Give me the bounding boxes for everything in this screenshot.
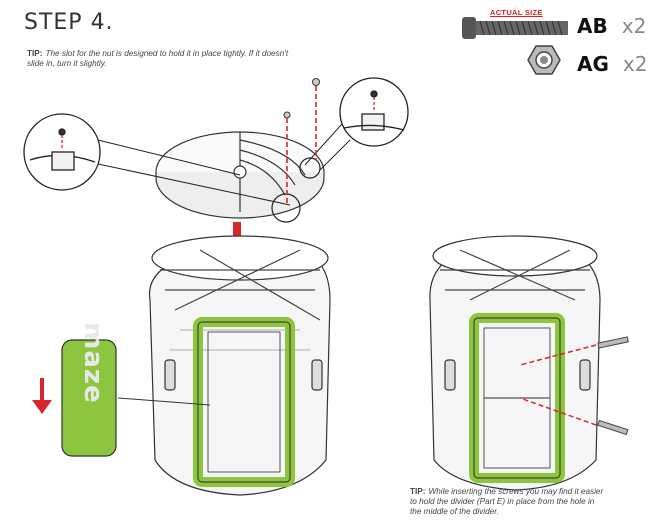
zoom-circle-2 — [271, 193, 301, 223]
detail-circle-right — [339, 77, 409, 147]
screw-icon — [462, 17, 568, 39]
part-code-ab: AB — [577, 14, 608, 38]
logo-text: maze — [78, 322, 108, 404]
tip-text: The slot for the nut is designed to hold… — [27, 49, 289, 68]
step-title: STEP 4. — [24, 10, 114, 35]
part-qty-ag: x2 — [622, 52, 648, 76]
tip-label: TIP: — [410, 487, 426, 496]
barrel-left — [148, 235, 331, 496]
part-code-ag: AG — [577, 52, 609, 76]
barrel-right — [429, 235, 601, 491]
logo-plate — [61, 339, 117, 457]
tip-bottom: TIP:While inserting the screws you may f… — [410, 487, 605, 517]
zoom-circle-1 — [299, 157, 321, 179]
tip-label: TIP: — [27, 49, 43, 58]
actual-size-note: ACTUAL SIZE — [490, 8, 543, 17]
logo-leader — [117, 397, 211, 406]
parts-row-ab: AB x2 — [577, 14, 646, 38]
lid-piece — [155, 131, 325, 219]
detail-circle-left — [23, 113, 101, 191]
small-down-arrow-icon — [32, 378, 52, 414]
side-screws — [519, 336, 629, 436]
tip-text: While inserting the screws you may find … — [410, 487, 604, 516]
tip-top: TIP:The slot for the nut is designed to … — [27, 49, 297, 69]
nut-icon — [527, 45, 561, 75]
part-qty-ab: x2 — [621, 14, 647, 38]
parts-row-ag: AG x2 — [577, 52, 647, 76]
screw-guides — [283, 78, 320, 205]
